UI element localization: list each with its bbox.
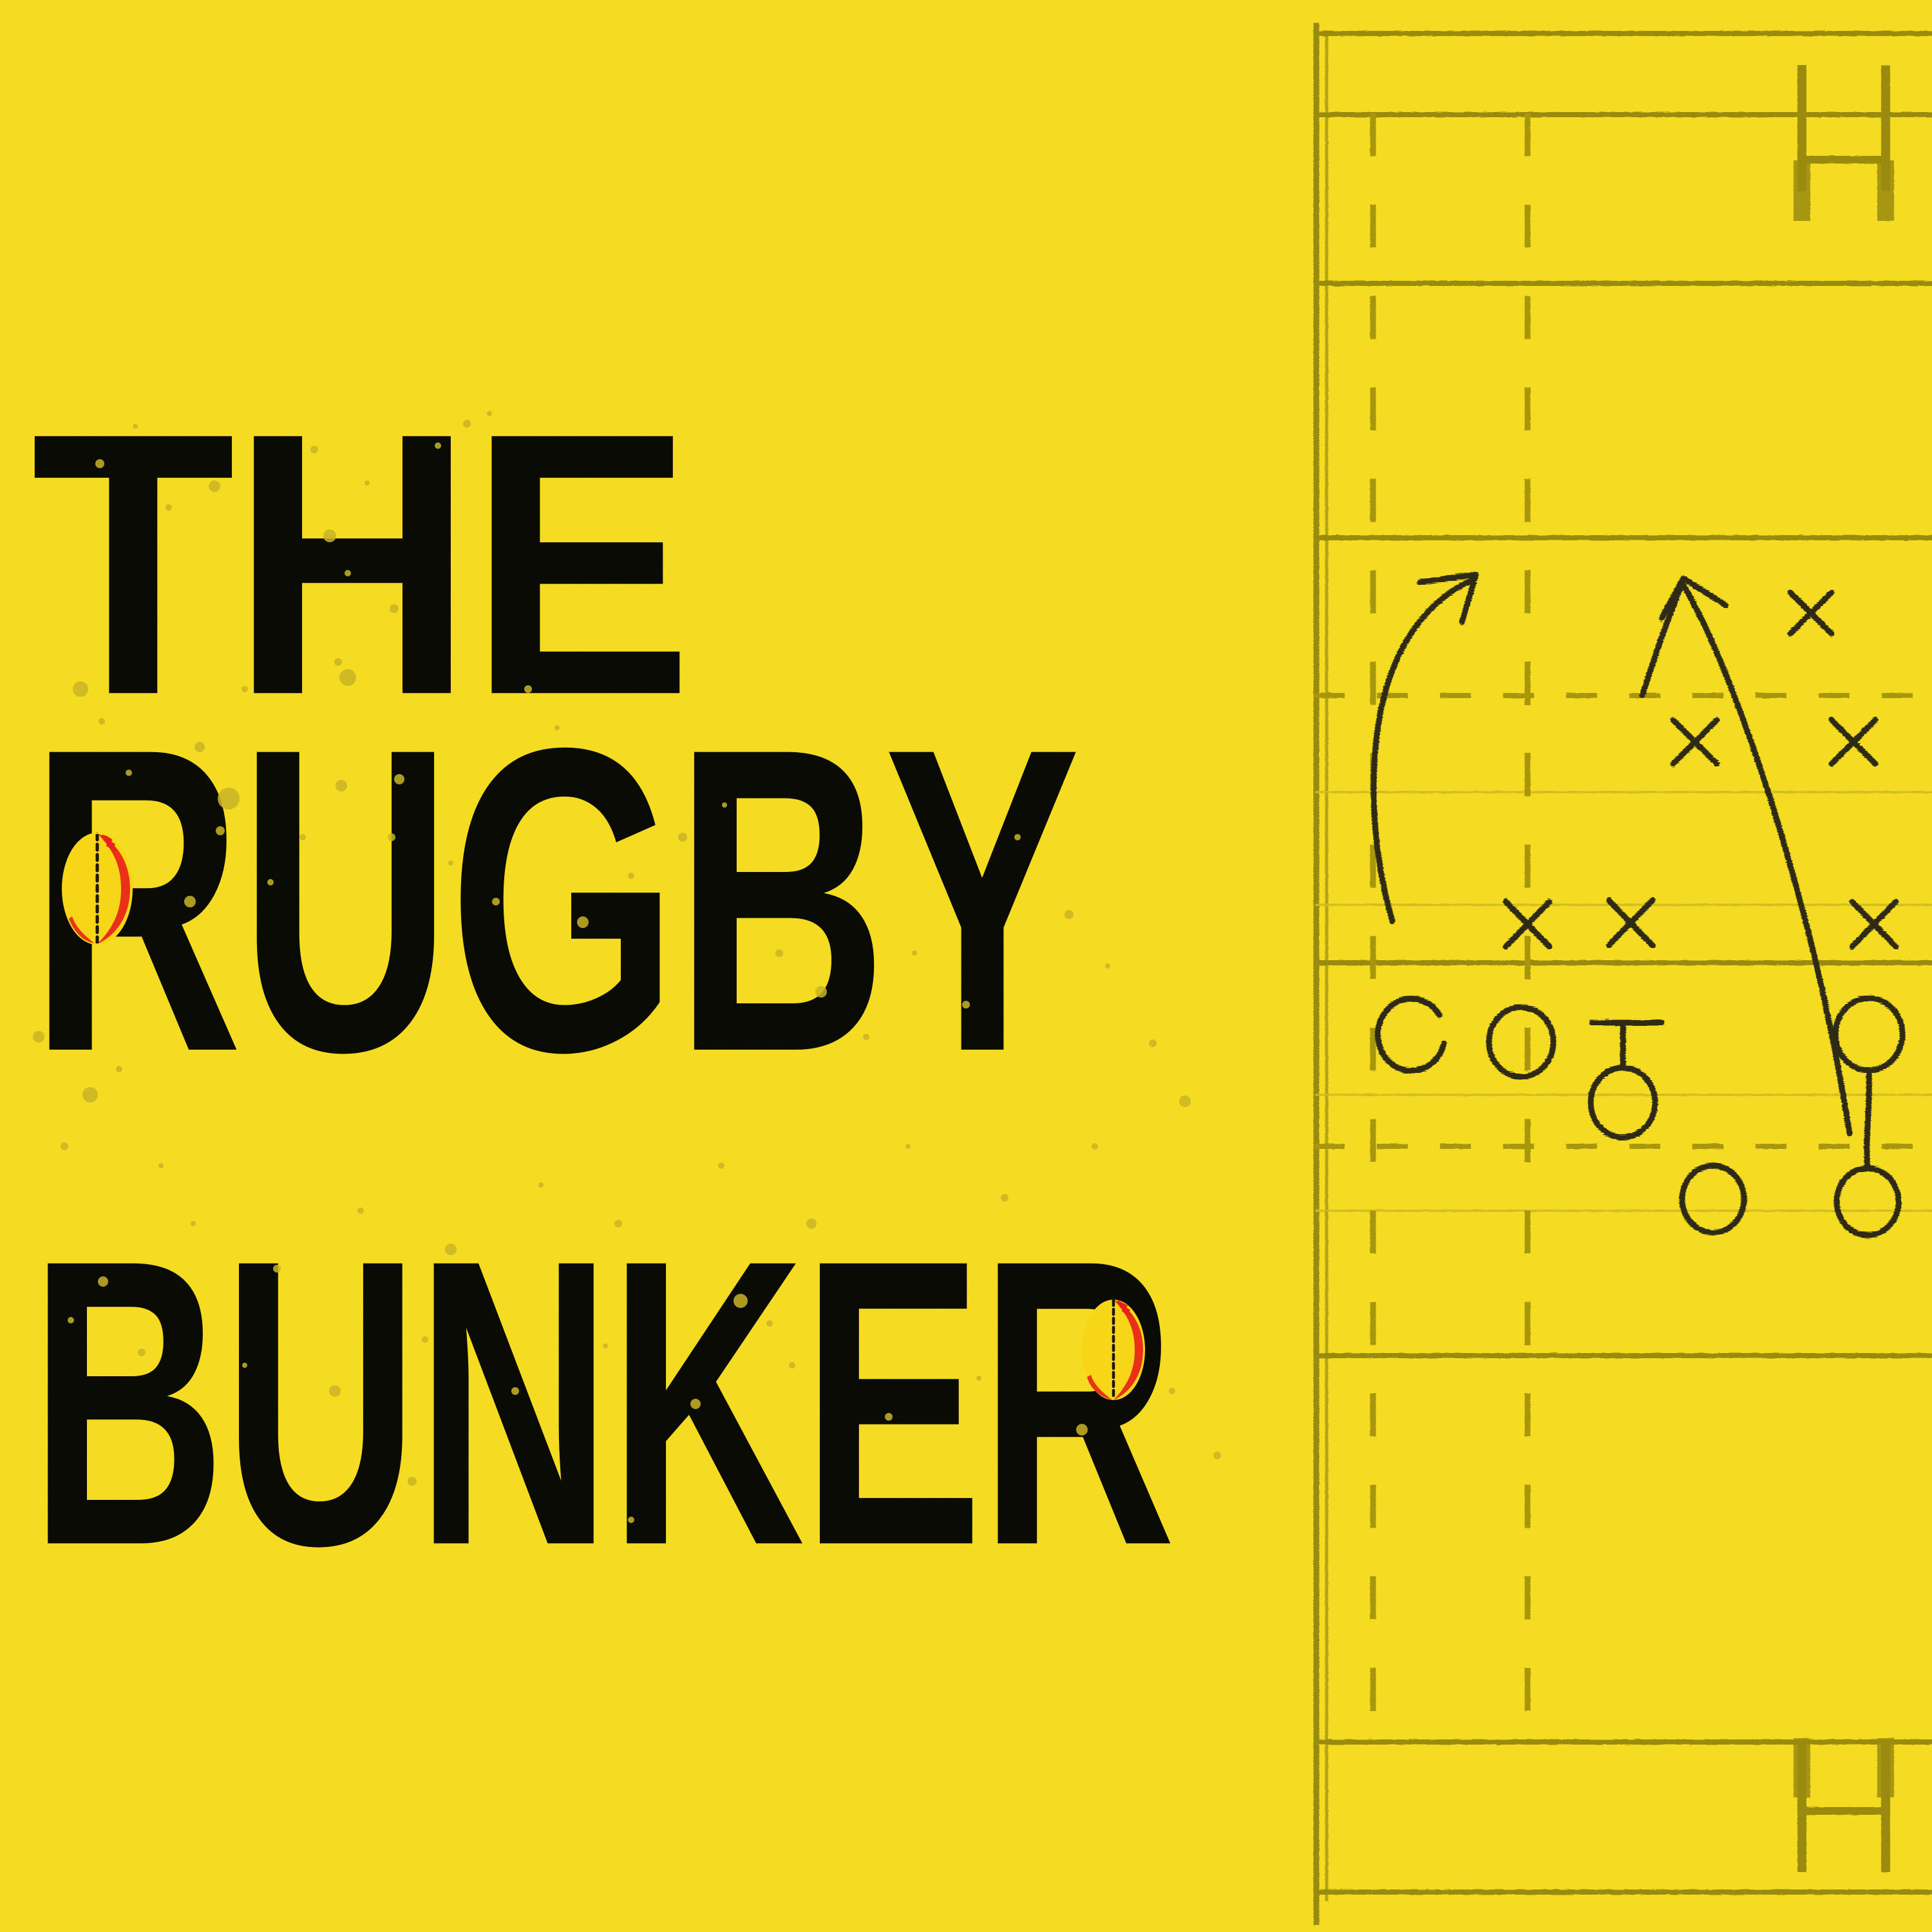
- attacker-o-2: [1486, 1004, 1557, 1080]
- long-switch-arrow-right: [1639, 575, 1853, 1137]
- attacker-o-3: [1587, 1019, 1665, 1141]
- defender-x-4: [1502, 898, 1553, 950]
- attacker-o-5: [1679, 1162, 1747, 1236]
- pitch-faint-lines: [1315, 791, 1932, 1212]
- attacker-o-6: [1833, 1067, 1902, 1238]
- defender-x-1: [1787, 589, 1835, 637]
- attacker-o-4: [1832, 995, 1906, 1074]
- rugby-ball-icon-bunker: [1077, 1296, 1150, 1404]
- pitch-horizontal-lines: [1314, 31, 1932, 1895]
- title-line-rugby: RUGBY: [30, 658, 1081, 1142]
- loop-run-arrow-left: [1370, 571, 1479, 924]
- goalposts-top: [1794, 65, 1894, 221]
- title-line-the: THE: [31, 355, 693, 773]
- defender-x-6: [1849, 898, 1899, 950]
- attacker-o-1: [1375, 996, 1447, 1074]
- goalposts-bottom: [1794, 1738, 1894, 1872]
- rugby-ball-icon-rugby: [57, 829, 138, 949]
- defender-x-3: [1828, 717, 1879, 767]
- dashed-vertical-lines: [1370, 113, 1531, 1742]
- touchline-left: [1313, 23, 1329, 1926]
- rugby-pitch-tactics-diagram: [1301, 0, 1932, 1932]
- dashed-horizontal-lines: [1314, 693, 1932, 1149]
- chalkboard-play-diagram: [1370, 571, 1906, 1238]
- page-title: THE RUGBY BUNKER: [30, 377, 1292, 1655]
- defender-x-2: [1670, 717, 1720, 767]
- title-line-bunker: BUNKER: [30, 1175, 1176, 1630]
- defender-x-5: [1605, 897, 1656, 949]
